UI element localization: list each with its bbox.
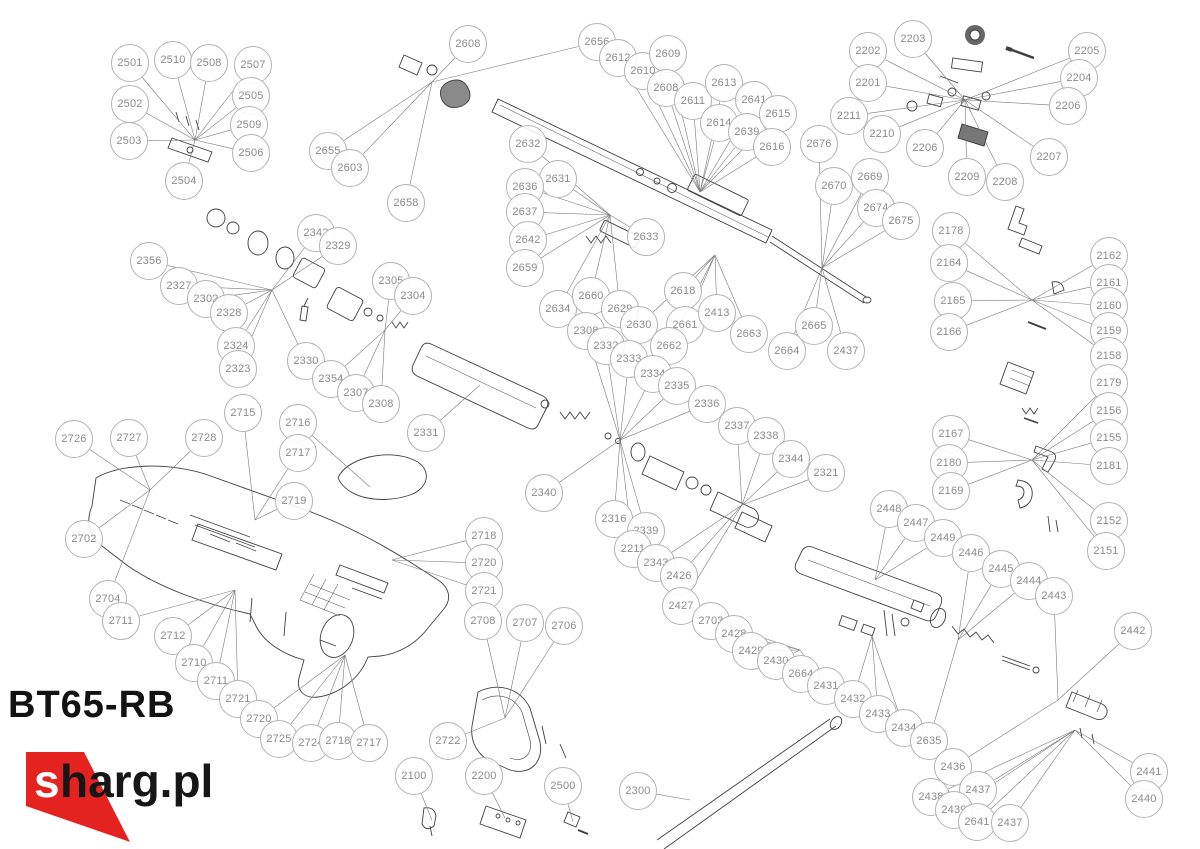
part-callout-2720-129: 2720 (240, 700, 278, 738)
sharg-logo: s harg.pl (26, 752, 213, 842)
part-callout-2717-133: 2717 (350, 724, 388, 762)
part-callout-2413-41: 2413 (698, 294, 736, 332)
part-callout-2508-2: 2508 (190, 44, 228, 82)
part-callout-2344-103: 2344 (772, 440, 810, 478)
part-callout-2356-82: 2356 (130, 242, 168, 280)
part-callout-2204-54: 2204 (1060, 59, 1098, 97)
part-callout-2676-26: 2676 (800, 125, 838, 163)
part-callout-2608-10: 2608 (449, 25, 487, 63)
part-callout-2659-32: 2659 (506, 249, 544, 287)
part-callout-2203-51: 2203 (894, 20, 932, 58)
part-callout-2633-33: 2633 (627, 218, 665, 256)
part-callout-2169-77: 2169 (932, 472, 970, 510)
part-callout-2616-25: 2616 (753, 128, 791, 166)
part-callout-2609-17: 2609 (649, 35, 687, 73)
part-callout-2164-63: 2164 (930, 244, 968, 282)
part-callout-2715-115: 2715 (224, 394, 262, 432)
model-title: BT65-RB (8, 684, 176, 726)
part-callout-2702-119: 2702 (65, 520, 103, 558)
part-callout-2206-58: 2206 (906, 129, 944, 167)
part-callout-2209-60: 2209 (948, 158, 986, 196)
part-callout-2207-59: 2207 (1030, 138, 1068, 176)
part-callout-2329-81: 2329 (319, 227, 357, 265)
logo-text-rest: harg.pl (60, 755, 213, 807)
part-callout-2308-93: 2308 (362, 385, 400, 423)
part-callout-2726-112: 2726 (55, 420, 93, 458)
part-callout-2443-148: 2443 (1035, 577, 1073, 615)
part-callout-2613-20: 2613 (705, 64, 743, 102)
part-callout-2675-48: 2675 (882, 202, 920, 240)
part-callout-2502-4: 2502 (111, 85, 149, 123)
part-callout-2442-165: 2442 (1114, 612, 1152, 650)
part-callout-2630-37: 2630 (620, 306, 658, 344)
part-callout-2321-104: 2321 (807, 454, 845, 492)
part-callout-2181-76: 2181 (1090, 447, 1128, 485)
part-callout-2717-117: 2717 (279, 434, 317, 472)
part-callout-2618-38: 2618 (664, 272, 702, 310)
part-callout-2426-110: 2426 (660, 557, 698, 595)
part-callout-2300-141: 2300 (619, 772, 657, 810)
part-callout-2631-28: 2631 (539, 160, 577, 198)
part-callout-2331-94: 2331 (407, 414, 445, 452)
part-callout-2670-45: 2670 (815, 167, 853, 205)
part-callout-2437-49: 2437 (827, 332, 865, 370)
part-callout-2201-53: 2201 (849, 64, 887, 102)
part-callout-2663-42: 2663 (730, 315, 768, 353)
part-callout-2440-167: 2440 (1125, 780, 1163, 818)
part-callout-2500-140: 2500 (544, 767, 582, 805)
part-callout-2323-90: 2323 (219, 350, 257, 388)
part-callout-2632-27: 2632 (509, 125, 547, 163)
part-callout-2708-135: 2708 (464, 602, 502, 640)
part-callout-2658-13: 2658 (387, 184, 425, 222)
part-callout-2328-85: 2328 (210, 294, 248, 332)
part-callout-2206-56: 2206 (1049, 87, 1087, 125)
logo-flag-shape (26, 752, 130, 842)
part-callout-2335-99: 2335 (658, 367, 696, 405)
part-callout-2510-1: 2510 (154, 41, 192, 79)
part-callout-2437-160: 2437 (959, 771, 997, 809)
part-callout-2635-158: 2635 (910, 722, 948, 760)
part-callout-2503-7: 2503 (110, 122, 148, 160)
part-callout-2208-61: 2208 (986, 163, 1024, 201)
part-callout-2437-164: 2437 (991, 804, 1029, 842)
part-callout-2711-124: 2711 (102, 602, 140, 640)
part-callout-2665-44: 2665 (795, 307, 833, 345)
part-callout-2200-139: 2200 (465, 757, 503, 795)
part-callout-2210-57: 2210 (863, 115, 901, 153)
part-callout-2211-55: 2211 (830, 97, 868, 135)
part-callout-2100-138: 2100 (395, 757, 433, 795)
part-callout-2166-68: 2166 (930, 313, 968, 351)
logo-text-s: s (34, 755, 60, 807)
part-callout-2304-87: 2304 (394, 277, 432, 315)
part-callout-2719-118: 2719 (275, 482, 313, 520)
part-callout-2706-137: 2706 (545, 607, 583, 645)
part-callout-2728-114: 2728 (185, 419, 223, 457)
part-callout-2615-24: 2615 (759, 95, 797, 133)
part-callout-2722-134: 2722 (429, 722, 467, 760)
part-callout-2178-62: 2178 (932, 212, 970, 250)
part-callout-2501-0: 2501 (111, 44, 149, 82)
part-callout-2506-8: 2506 (232, 134, 270, 172)
part-callout-2727-113: 2727 (110, 419, 148, 457)
part-callout-2707-136: 2707 (506, 604, 544, 642)
part-callout-2504-9: 2504 (165, 162, 203, 200)
part-callout-2725-130: 2725 (260, 720, 298, 758)
part-callout-2340-105: 2340 (525, 474, 563, 512)
part-callout-2151-79: 2151 (1087, 532, 1125, 570)
part-callout-2427-111: 2427 (662, 587, 700, 625)
part-callout-2603-12: 2603 (331, 149, 369, 187)
